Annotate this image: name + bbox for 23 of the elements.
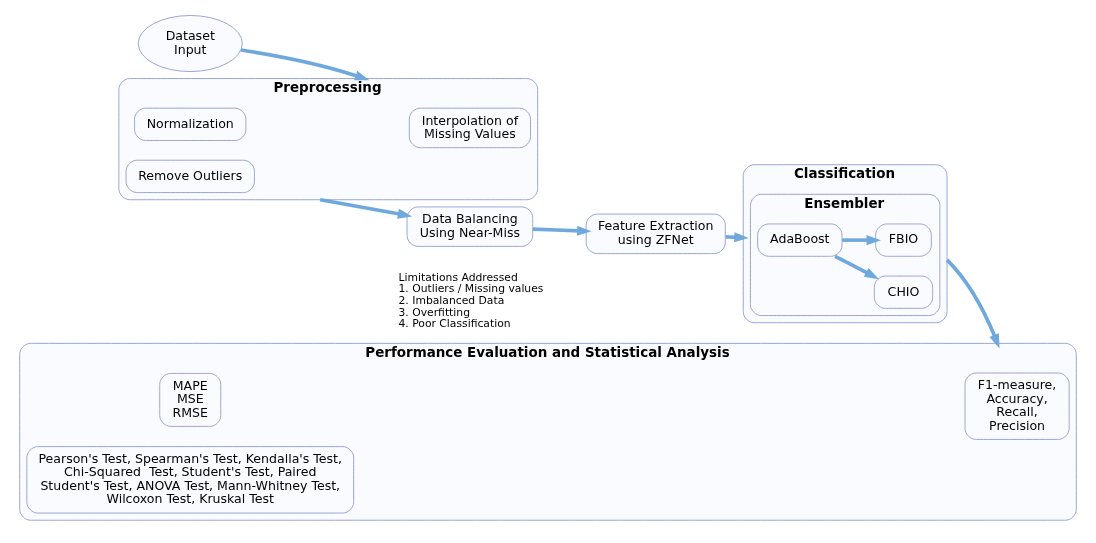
- node-box: Data Balancing Using Near-Miss: [406, 206, 534, 247]
- arrow: [842, 235, 881, 246]
- node-label: 4. Poor Classification: [398, 317, 511, 331]
- node-label: 2. Imbalanced Data: [398, 293, 505, 307]
- node-box: Feature Extraction using ZFNet: [585, 213, 726, 255]
- node-box: FBIO: [875, 223, 932, 257]
- node-box: F1-measure, Accuracy, Recall, Precision: [964, 372, 1070, 440]
- node-box: Pearson's Test, Spearman's Test, Kendalla's Test, Chi-Squared Test, Student's Test, Paired Student's Test, ANOVA Test, Mann-Whitney Test, Wilcoxon Test, Kruskal Test: [26, 446, 355, 514]
- node-label: 3. Overfitting: [398, 305, 470, 319]
- node-box: Normalization: [134, 107, 247, 141]
- node-ellipse: Dataset Input: [137, 15, 243, 72]
- arrow: [532, 225, 592, 236]
- node-box: MAPE MSE RMSE: [159, 373, 222, 427]
- node-box: Interpolation of Missing Values: [408, 107, 531, 149]
- arrow: [945, 258, 1000, 349]
- node-box: Remove Outliers: [125, 159, 255, 193]
- node-label: 1. Outliers / Missing values: [398, 282, 544, 296]
- node-box: AdaBoost: [757, 223, 843, 257]
- arrow: [834, 254, 879, 280]
- node-label: Limitations Addressed: [398, 270, 518, 284]
- arrow: [240, 48, 370, 81]
- arrow: [319, 197, 413, 219]
- node-box: CHIO: [873, 275, 934, 309]
